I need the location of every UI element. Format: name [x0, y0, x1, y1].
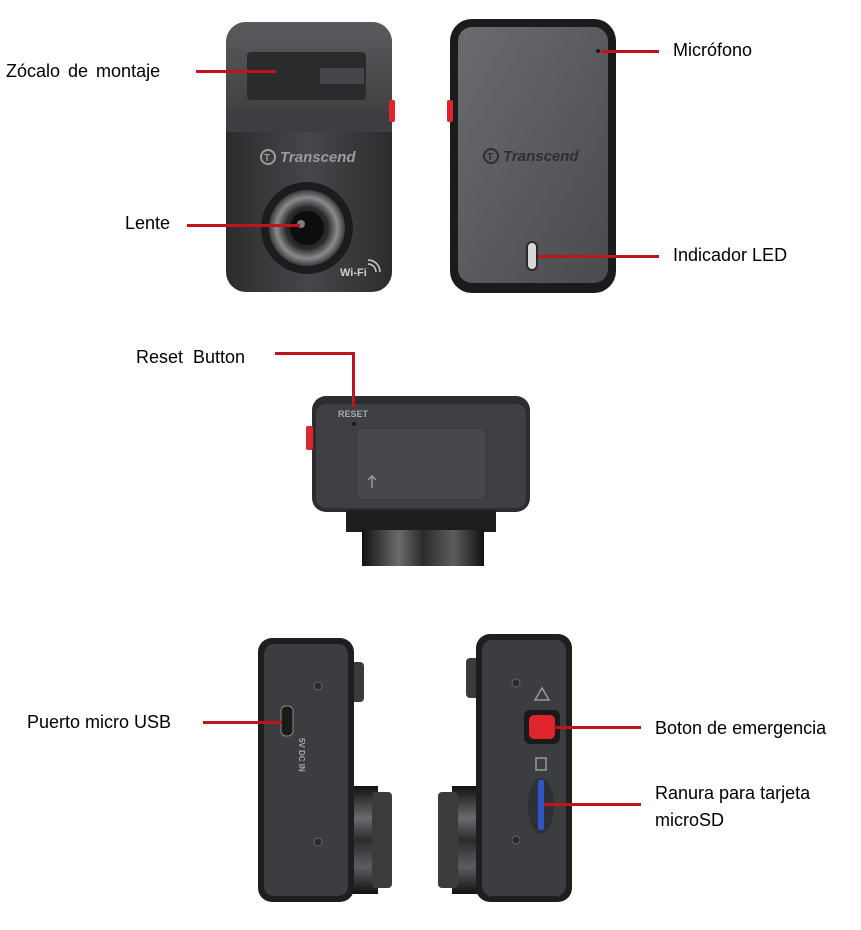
wifi-icon [367, 259, 381, 273]
leader-micro-usb-port [203, 721, 282, 724]
wifi-text: Wi-Fi [340, 267, 367, 279]
emergency-button [529, 715, 555, 739]
label-microsd-slot: Ranura para tarjeta microSD [655, 783, 811, 830]
reset-marking: RESET [338, 409, 369, 419]
transcend-logo-icon: T [483, 148, 499, 164]
leader-microphone [601, 50, 659, 53]
arrow-up-icon [367, 474, 377, 488]
leader-mount-socket [196, 70, 276, 73]
label-lens: Lente [125, 213, 171, 233]
back-brand-text: Transcend [503, 148, 579, 165]
leader-reset-button-v [352, 352, 355, 407]
usb-port-marking: 5V DC IN [297, 738, 306, 772]
device-front-view: T Transcend Wi-Fi [226, 22, 395, 292]
svg-text:T: T [264, 153, 270, 164]
label-mount-socket: Zócalo de montaje [6, 61, 161, 81]
label-emergency-button: Boton de emergencia [655, 718, 827, 738]
leader-emergency-button [554, 726, 641, 729]
micro-usb-port [280, 705, 294, 737]
label-microphone: Micrófono [673, 40, 753, 60]
microsd-slot [538, 780, 544, 830]
leader-microsd-slot [544, 803, 641, 806]
device-right-side-view [438, 634, 572, 902]
front-brand-text: Transcend [280, 149, 356, 166]
svg-text:T: T [487, 152, 493, 163]
leader-reset-button-h [275, 352, 355, 355]
leader-lens [187, 224, 300, 227]
device-top-view: RESET [306, 396, 530, 566]
label-micro-usb-port: Puerto micro USB [27, 712, 172, 732]
device-left-side-view: 5V DC IN [258, 638, 392, 902]
microphone-hole [596, 49, 600, 53]
device-back-view: T Transcend [447, 19, 616, 293]
mount-socket [247, 52, 366, 100]
leader-led-indicator [538, 255, 659, 258]
sd-card-icon [535, 757, 547, 771]
label-reset-button: Reset Button [136, 347, 246, 367]
reset-hole [352, 422, 356, 426]
led-indicator [526, 241, 538, 271]
warning-triangle-icon [533, 686, 551, 701]
transcend-logo-icon: T [260, 149, 276, 165]
label-led-indicator: Indicador LED [673, 245, 788, 265]
